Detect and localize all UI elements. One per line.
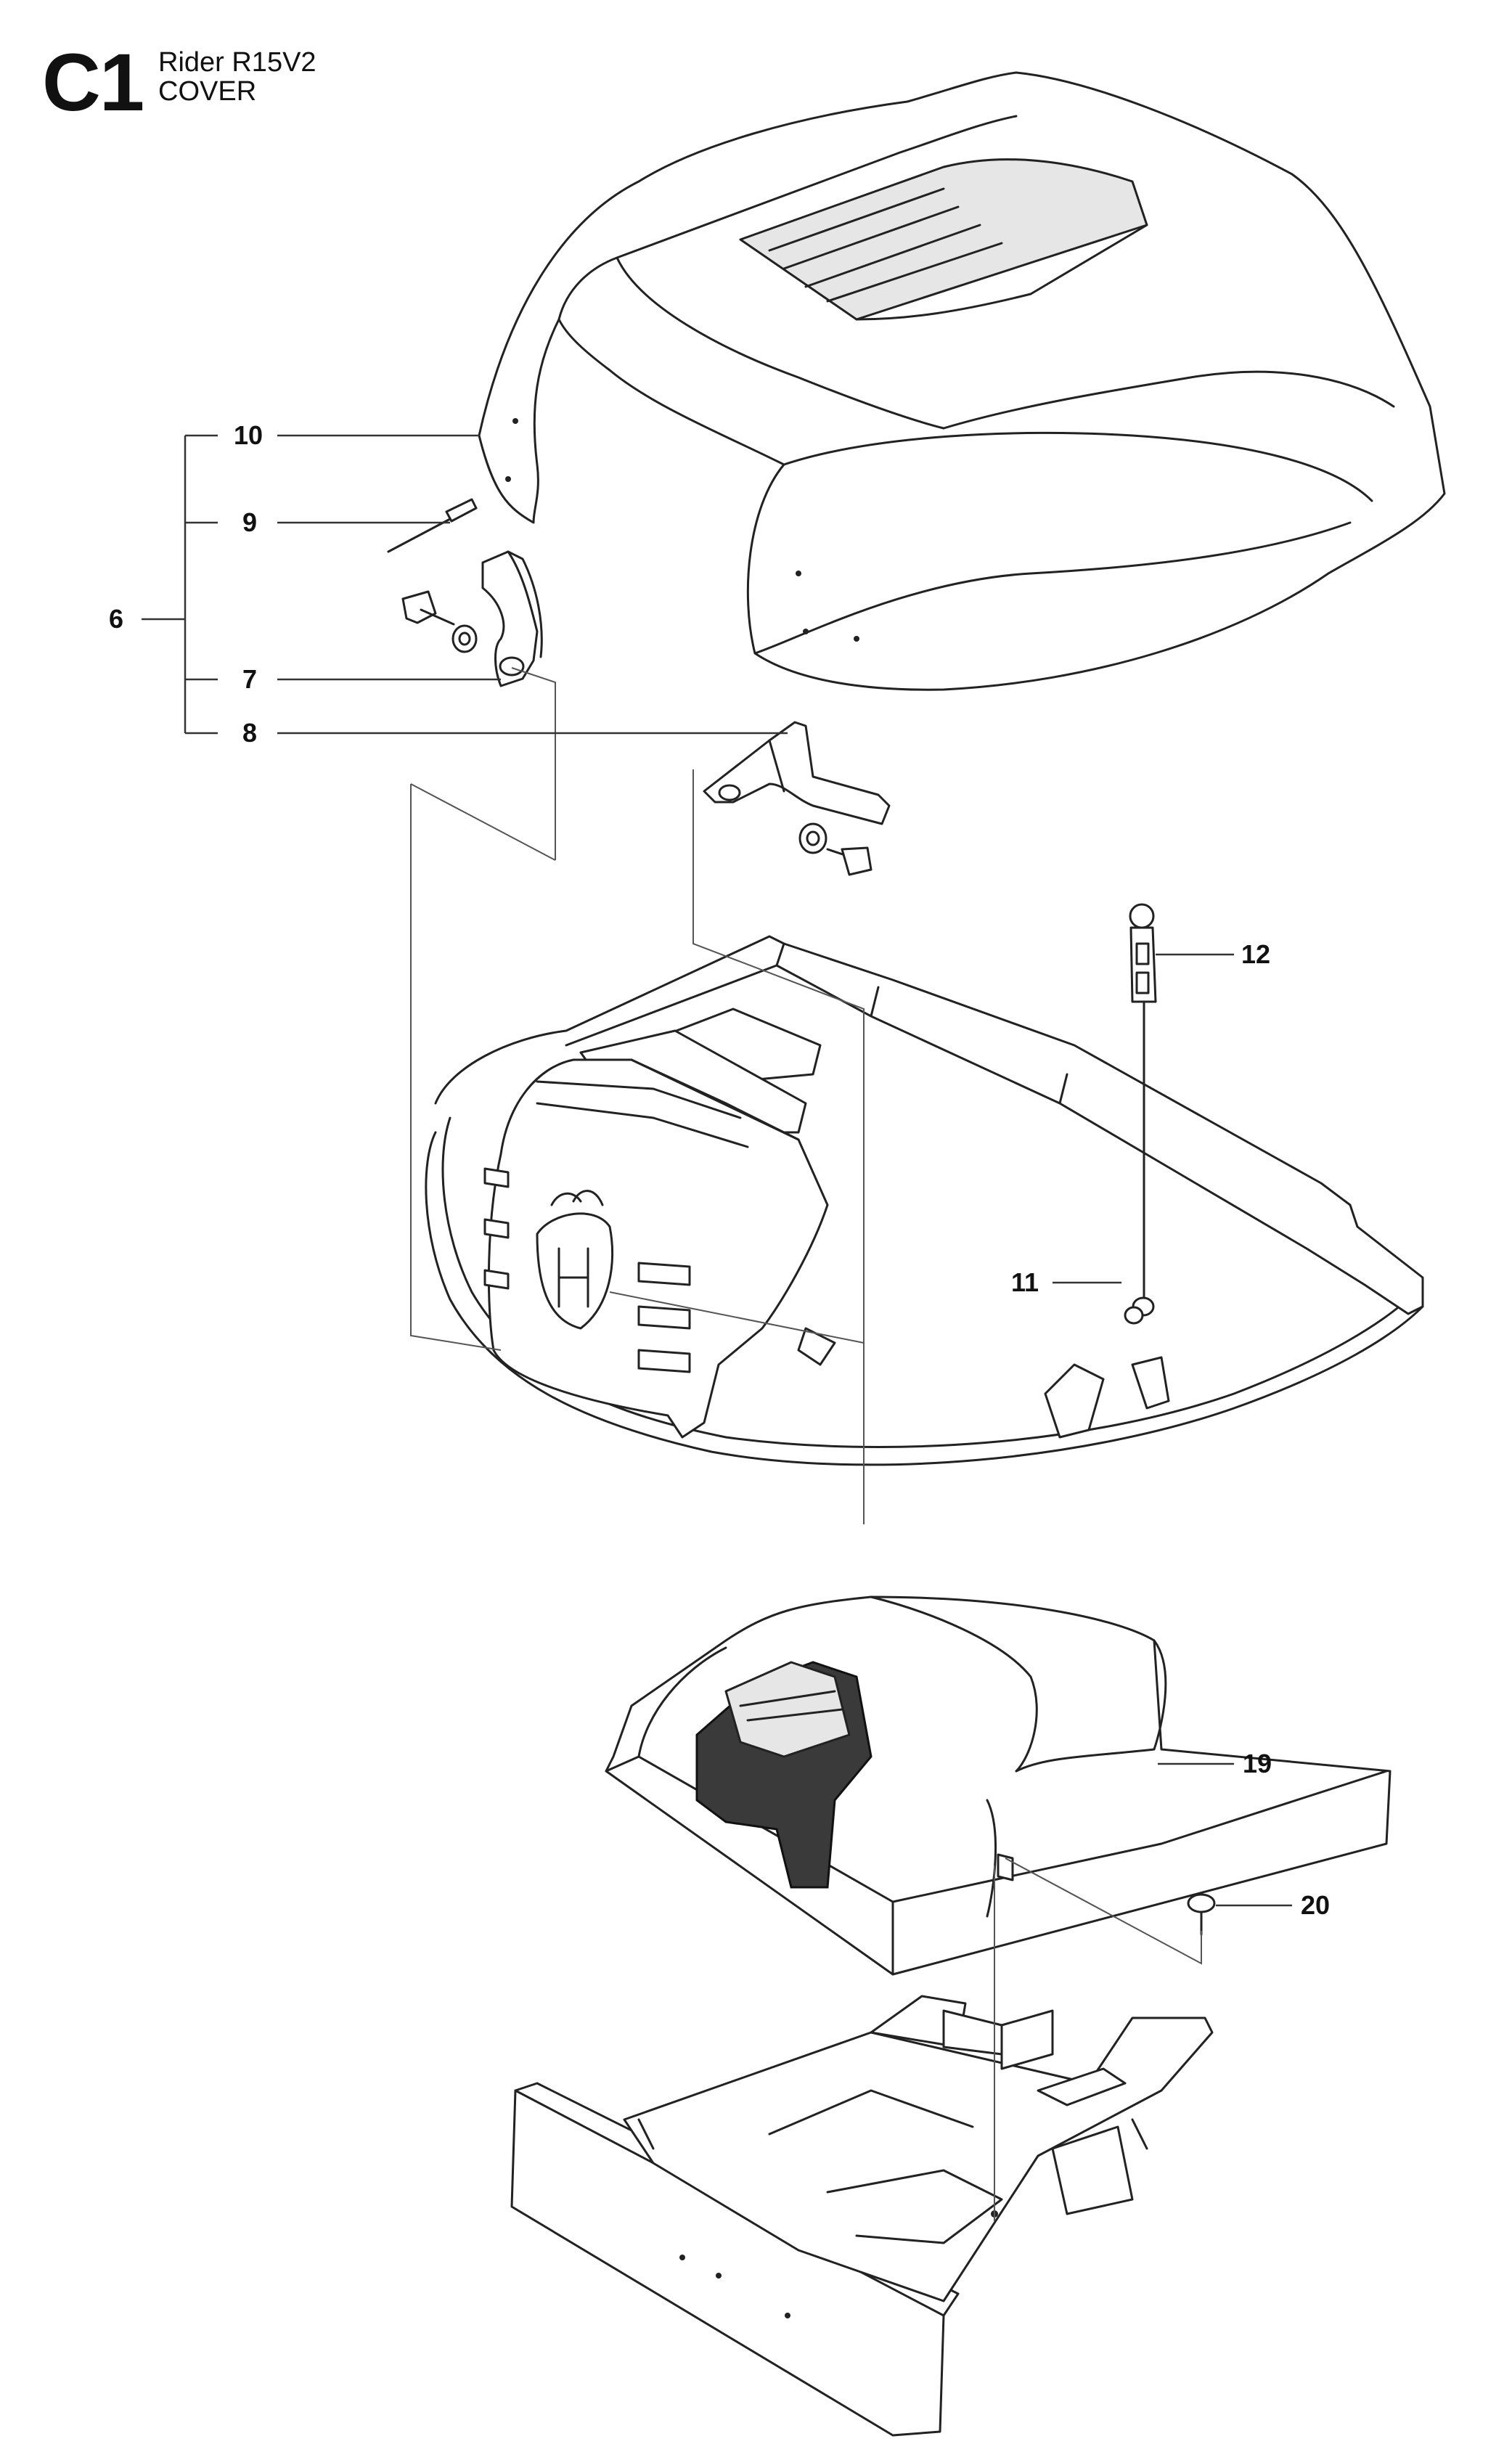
callout-leaders <box>142 434 1292 1907</box>
screw-part <box>1187 1893 1216 1936</box>
seat-cover-part <box>605 1595 1392 1976</box>
callout-8: 8 <box>242 718 258 748</box>
rod-part <box>1129 903 1157 1301</box>
pin-part <box>387 498 478 553</box>
chassis-frame-part <box>425 935 1424 1466</box>
model-name: Rider R15V2 <box>158 47 316 78</box>
callout-10: 10 <box>234 420 263 450</box>
section-code: C1 <box>42 37 144 128</box>
hinge-bracket-part <box>481 550 543 687</box>
plug-part <box>1124 1296 1155 1325</box>
assembly-guide-lines <box>410 667 1202 2221</box>
callout-12: 12 <box>1241 939 1271 969</box>
callout-19: 19 <box>1243 1749 1272 1778</box>
base-frame-part <box>510 1995 1214 2437</box>
washer-part <box>798 822 827 854</box>
washer-part <box>451 624 478 653</box>
screw-part <box>826 846 873 876</box>
callout-9: 9 <box>242 507 258 537</box>
callout-7: 7 <box>242 664 258 694</box>
assembly-name: COVER <box>158 76 257 107</box>
screw-part <box>401 590 455 626</box>
callout-20: 20 <box>1301 1890 1331 1920</box>
hinge-bracket-part <box>703 721 891 825</box>
callout-6: 6 <box>109 604 124 634</box>
callout-11: 11 <box>1011 1267 1039 1297</box>
hood-cover-part <box>478 71 1446 691</box>
